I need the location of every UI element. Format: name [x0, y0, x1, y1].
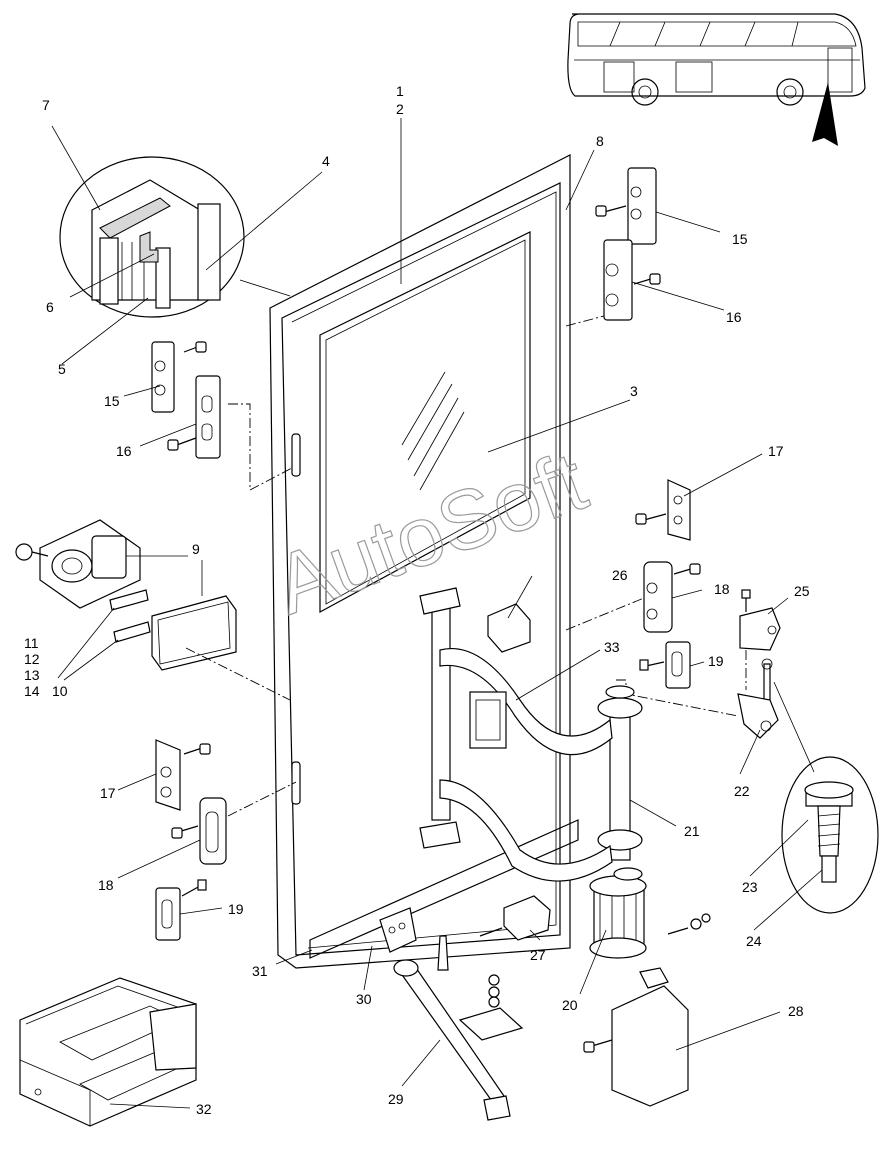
- bumper-18-left: [171, 797, 227, 865]
- hinge-bracket-16-left: [167, 375, 221, 459]
- alignment-line: [565, 315, 605, 327]
- rod-29: [393, 935, 524, 1121]
- callout-9: 9: [192, 541, 200, 557]
- bracket-25: [739, 589, 781, 690]
- callout-18-right: 18: [714, 581, 730, 597]
- callout-26: 26: [612, 567, 628, 583]
- callout-22: 22: [734, 783, 750, 799]
- callout-33: 33: [604, 639, 620, 655]
- cap-27: [479, 895, 551, 941]
- alignment-line: [228, 403, 293, 491]
- callout-29: 29: [388, 1091, 404, 1107]
- callout-11: 11: [24, 635, 39, 651]
- callout-15-right: 15: [732, 231, 748, 247]
- callout-4: 4: [322, 153, 330, 169]
- callout-labels: 1 2 3 4 5 6 7 8 9 10 11 12 13 14 15 15 1…: [24, 83, 810, 1117]
- air-cylinder-20: [589, 867, 711, 959]
- hinge-bracket-15-left: [151, 341, 207, 413]
- callout-28: 28: [788, 1003, 804, 1019]
- bumper-18-right: [643, 561, 701, 633]
- callout-30: 30: [356, 991, 372, 1007]
- cap-26: [487, 603, 531, 653]
- callout-24: 24: [746, 933, 762, 949]
- door-lock-assembly: [15, 519, 151, 643]
- callout-32: 32: [196, 1101, 212, 1117]
- striker-19-right: [639, 641, 691, 689]
- callout-27: 27: [530, 947, 546, 963]
- callout-17-left: 17: [100, 785, 116, 801]
- callout-8: 8: [596, 133, 604, 149]
- callout-13: 13: [24, 667, 40, 683]
- callout-23: 23: [742, 879, 758, 895]
- alignment-line: [185, 647, 291, 701]
- bracket-30: [379, 907, 417, 953]
- callout-1: 1: [396, 83, 404, 99]
- hinge-bracket-16-right: [603, 239, 661, 321]
- alignment-line: [616, 679, 739, 717]
- callout-2: 2: [396, 101, 404, 117]
- callout-10: 10: [52, 683, 68, 699]
- callout-19-left: 19: [228, 901, 244, 917]
- callout-16-left: 16: [116, 443, 132, 459]
- leader-lines: [51, 118, 823, 1109]
- callout-5: 5: [58, 361, 66, 377]
- callout-19-right: 19: [708, 653, 724, 669]
- alignment-line: [227, 781, 297, 817]
- bumper-17-right: [635, 479, 691, 541]
- callout-25: 25: [794, 583, 810, 599]
- callout-3: 3: [630, 383, 638, 399]
- bus-thumbnail: [567, 13, 866, 146]
- callout-15-left: 15: [104, 393, 120, 409]
- callout-20: 20: [562, 997, 578, 1013]
- seal-detail-inset: [59, 156, 245, 318]
- callout-21: 21: [684, 823, 700, 839]
- callout-16-right: 16: [726, 309, 742, 325]
- striker-19-left: [155, 879, 207, 941]
- callout-17-right: 17: [768, 443, 784, 459]
- callout-14: 14: [24, 683, 40, 699]
- callout-12: 12: [24, 651, 40, 667]
- hinge-bracket-15-right: [595, 167, 657, 245]
- door-frame: [269, 154, 579, 969]
- arrow-icon: [812, 82, 838, 146]
- bolt-detail-inset: [773, 681, 879, 914]
- handrail-assembly: [419, 587, 643, 882]
- callout-7: 7: [42, 97, 50, 113]
- bracket-22: [737, 693, 779, 739]
- gasket-9: [151, 595, 237, 671]
- callout-6: 6: [46, 299, 54, 315]
- callout-31: 31: [252, 963, 268, 979]
- callout-18-left: 18: [98, 877, 114, 893]
- cover-28: [583, 967, 689, 1107]
- bumper-17-left: [155, 739, 211, 811]
- alignment-line: [565, 597, 645, 631]
- step-assembly-32: [19, 977, 197, 1127]
